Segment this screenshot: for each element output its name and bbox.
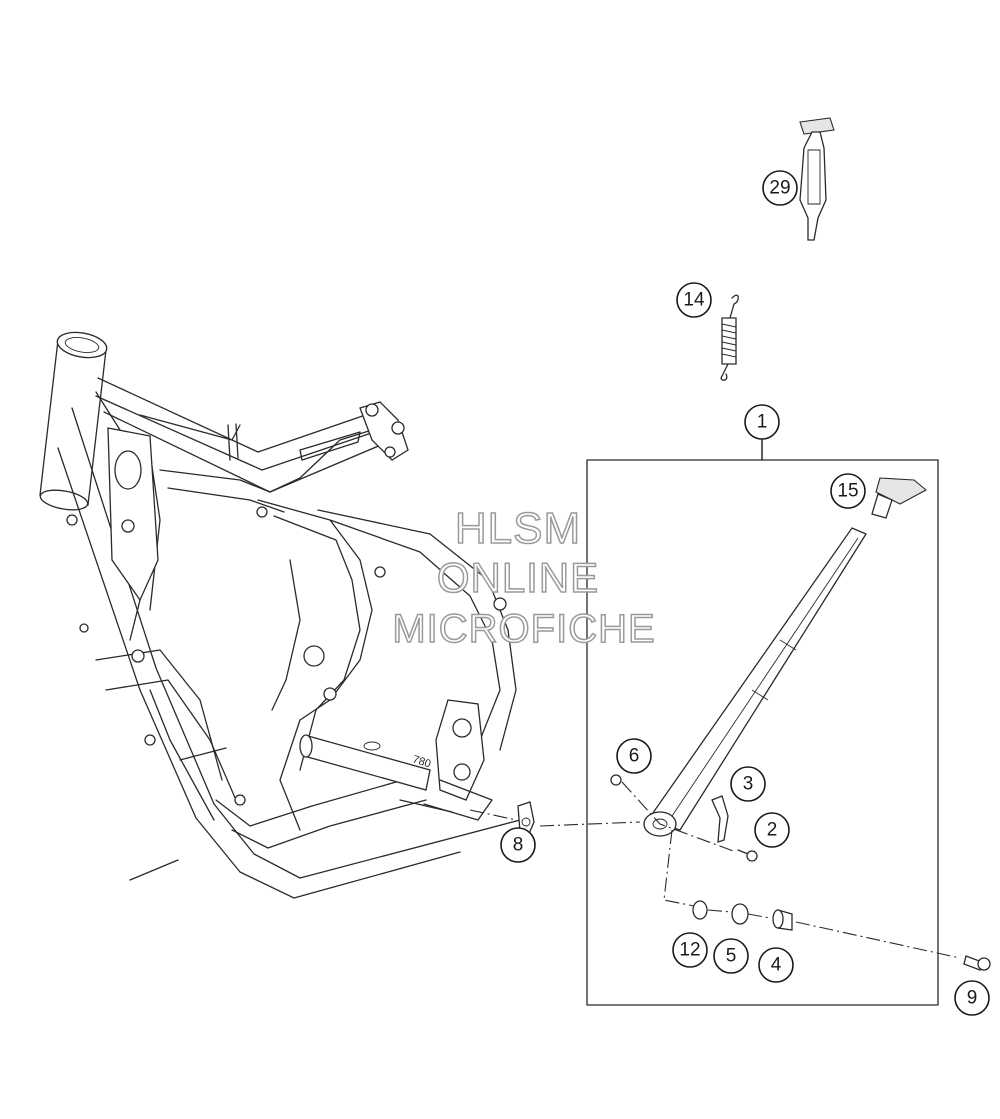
callout-12: 12 bbox=[672, 932, 708, 968]
callout-15: 15 bbox=[830, 473, 866, 509]
part-9-bolt bbox=[963, 955, 991, 971]
callout-3-label: 3 bbox=[743, 774, 754, 795]
callout-9-label: 9 bbox=[967, 988, 978, 1009]
part-6-nut bbox=[610, 774, 622, 786]
part-15-foot-pad bbox=[871, 477, 927, 519]
callout-8: 8 bbox=[500, 827, 536, 863]
callout-29-label: 29 bbox=[769, 178, 790, 199]
callout-3: 3 bbox=[730, 766, 766, 802]
callout-14: 14 bbox=[676, 282, 712, 318]
part-29-tool bbox=[799, 117, 835, 241]
part-2-screw bbox=[737, 849, 758, 862]
callout-2-label: 2 bbox=[767, 820, 778, 841]
part-14-spring bbox=[720, 294, 739, 381]
assembly-axes bbox=[469, 781, 961, 959]
callout-2: 2 bbox=[754, 812, 790, 848]
part-4-bushing bbox=[772, 909, 793, 931]
callout-14-label: 14 bbox=[683, 290, 705, 311]
upper-frame-tubes bbox=[95, 377, 409, 513]
down-tubes bbox=[57, 391, 521, 899]
watermark: HLSM ONLINE MICROFICHE bbox=[392, 503, 656, 652]
frame-stamp: 780 bbox=[411, 753, 432, 770]
engine-cradle bbox=[256, 499, 517, 831]
callout-5: 5 bbox=[713, 938, 749, 974]
part-3-bracket bbox=[711, 795, 729, 843]
side-stand-kit-box bbox=[586, 439, 939, 1006]
callout-6: 6 bbox=[616, 738, 652, 774]
callout-6-label: 6 bbox=[629, 746, 640, 767]
watermark-line-1: HLSM bbox=[455, 504, 581, 553]
callout-8-label: 8 bbox=[513, 835, 524, 856]
steering-head-tube bbox=[39, 331, 108, 511]
callout-29: 29 bbox=[762, 170, 798, 206]
part-12-washer bbox=[692, 900, 708, 920]
callout-9: 9 bbox=[954, 980, 990, 1016]
part-5-washer bbox=[731, 903, 749, 925]
callout-4-label: 4 bbox=[771, 955, 782, 976]
callout-15-label: 15 bbox=[837, 481, 858, 502]
watermark-line-3: MICROFICHE bbox=[392, 607, 655, 651]
callout-4: 4 bbox=[758, 947, 794, 983]
callout-5-label: 5 bbox=[726, 946, 737, 967]
motorcycle-frame: 780 bbox=[39, 331, 521, 899]
watermark-line-2: ONLINE bbox=[437, 554, 599, 601]
callout-1: 1 bbox=[744, 404, 780, 440]
callout-12-label: 12 bbox=[679, 940, 700, 961]
callout-1-label: 1 bbox=[757, 412, 768, 433]
